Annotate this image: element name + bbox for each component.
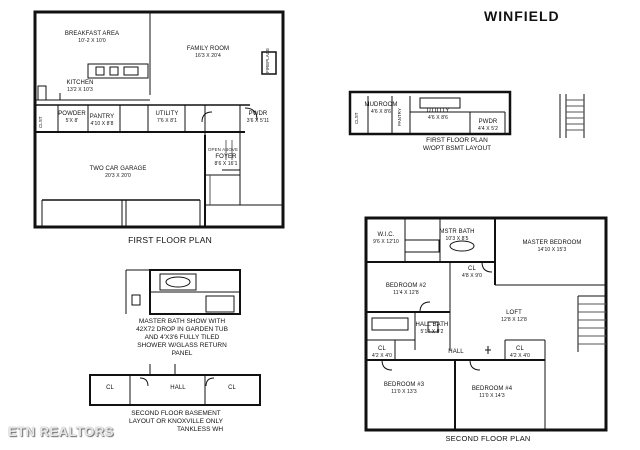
alt-closet-label: CLST (354, 112, 359, 124)
second-floor-basement-walls (89, 364, 261, 406)
first-floor-plan-title: FIRST FLOOR PLAN (128, 235, 212, 245)
sfb-hall: HALL (170, 385, 186, 391)
room-bedroom-3: BEDROOM #311'0 x 13'3 (383, 382, 425, 395)
basement-alt-walls (348, 90, 585, 138)
closet-label: CLST (38, 116, 43, 128)
room-wic: W.I.C.9'6 x 12'10 (373, 232, 399, 245)
basement-alt-subtitle: w/OPT BSMT LAYOUT (422, 145, 492, 152)
sfb-closet-left: CL (106, 385, 114, 391)
room-hall: HALL (448, 349, 464, 355)
plan-name: WINFIELD (484, 8, 560, 24)
sfb-closet-right: CL (228, 385, 236, 391)
alt-pantry-label: PANTRY (397, 108, 402, 126)
room-closet-master: CL4'8 x 9'0 (461, 266, 483, 279)
open-above-label: OPEN ABOVE (207, 147, 239, 152)
second-floor-plan-title: SECOND FLOOR PLAN (445, 434, 531, 443)
basement-alt-title: FIRST FLOOR PLAN (426, 137, 488, 144)
room-closet-hall-left: CL4'2 x 4'0 (371, 346, 393, 359)
room-closet-hall-right: CL4'2 x 4'0 (509, 346, 531, 359)
master-bath-option-walls (125, 269, 241, 315)
second-floor-walls (364, 216, 608, 432)
first-floor-walls (33, 10, 285, 229)
room-bedroom-4: BEDROOM #411'0 x 14'3 (471, 386, 513, 399)
fireplace-label: FIREPLACE (265, 47, 270, 73)
room-bedroom-2: BEDROOM #211'4 x 12'8 (385, 283, 427, 296)
watermark: ETN REALTORS (8, 424, 114, 439)
